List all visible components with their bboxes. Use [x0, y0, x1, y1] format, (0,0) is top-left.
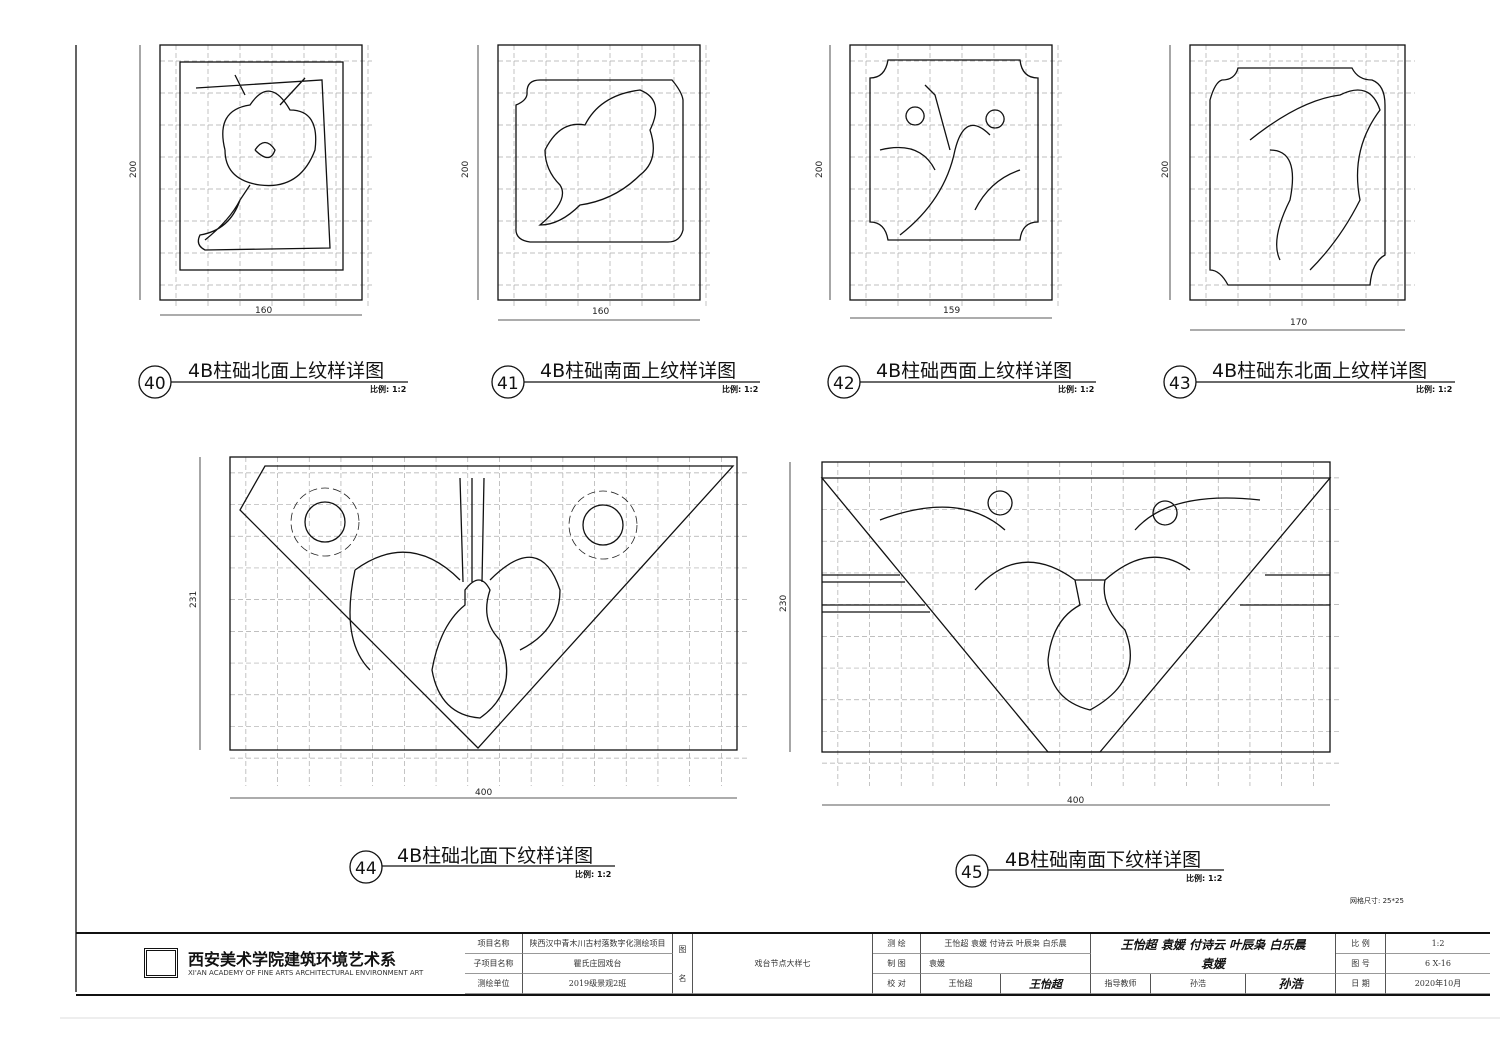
- project-label: 项目名称: [465, 934, 523, 954]
- title-44: 44 4B柱础北面下纹样详图 比例: 1:2: [349, 845, 615, 884]
- subproject-name: 瞿氏庄园戏台: [523, 954, 673, 974]
- panel-45: 400 230: [779, 461, 1332, 806]
- vase-flower-ornament: [879, 490, 1261, 711]
- orchid-ornament: [869, 59, 1039, 241]
- date-value: 2020年10月: [1386, 974, 1490, 994]
- scale-label: 比 例: [1336, 934, 1386, 954]
- detail-title: 4B柱础南面上纹样详图: [540, 360, 736, 382]
- checker-signature: 王怡超: [1001, 974, 1091, 994]
- surveyors-signature: 王怡超 袁媛 付诗云 叶辰枭 白乐晨: [1091, 934, 1336, 954]
- checker: 王怡超: [921, 974, 1001, 994]
- detail-scale: 比例: 1:2: [575, 869, 611, 879]
- width-dimension: 160: [255, 306, 272, 316]
- drawing-label-2: 名: [673, 964, 693, 994]
- detail-scale: 比例: 1:2: [1416, 384, 1452, 394]
- medallion-left: [304, 501, 346, 543]
- detail-title: 4B柱础西面上纹样详图: [876, 360, 1072, 382]
- sheet-number: 6 X-16: [1386, 954, 1490, 974]
- detail-title: 4B柱础东北面上纹样详图: [1212, 360, 1427, 382]
- vase-ornament: [349, 477, 561, 719]
- title-45: 45 4B柱础南面下纹样详图 比例: 1:2: [955, 849, 1224, 888]
- width-dimension: 159: [943, 306, 960, 316]
- detail-scale: 比例: 1:2: [1186, 873, 1222, 883]
- height-dimension: 200: [129, 161, 139, 178]
- detail-title: 4B柱础北面下纹样详图: [397, 845, 593, 867]
- project-name: 陕西汉中青木川古村落数字化测绘项目: [523, 934, 673, 954]
- detail-number: 42: [833, 374, 855, 394]
- title-41: 41 4B柱础南面上纹样详图 比例: 1:2: [491, 360, 760, 399]
- height-dimension: 200: [815, 161, 825, 178]
- flower-ornament: [195, 74, 331, 251]
- grid-layer: [160, 45, 1415, 786]
- drafter: 袁媛: [921, 954, 1091, 974]
- detail-number: 45: [961, 863, 983, 883]
- panel-44: 400 231: [189, 456, 738, 799]
- height-dimension: 200: [1161, 161, 1171, 178]
- surveyors: 王怡超 袁媛 付诗云 叶辰枭 白乐晨: [921, 934, 1091, 954]
- org-name-en: XI'AN ACADEMY OF FINE ARTS ARCHITECTURAL…: [188, 969, 424, 977]
- subproject-label: 子项目名称: [465, 954, 523, 974]
- drawing-label: 图: [673, 934, 693, 964]
- panel-42: 159 200: [815, 44, 1053, 319]
- title-block: 西安美术学院建筑环境艺术系 XI'AN ACADEMY OF FINE ARTS…: [76, 932, 1490, 996]
- survey-unit: 2019级景观2班: [523, 974, 673, 994]
- panel-43: 170 200: [1161, 44, 1406, 331]
- medallion-right: [582, 504, 624, 546]
- sheet-label: 图 号: [1336, 954, 1386, 974]
- title-42: 42 4B柱础西面上纹样详图 比例: 1:2: [827, 360, 1096, 399]
- unit-label: 测绘单位: [465, 974, 523, 994]
- height-dimension: 230: [779, 595, 789, 612]
- teacher-signature: 孙浩: [1246, 974, 1336, 994]
- title-43: 43 4B柱础东北面上纹样详图 比例: 1:2: [1163, 360, 1455, 399]
- detail-scale: 比例: 1:2: [370, 384, 406, 394]
- panel-41: 160 200: [461, 44, 701, 321]
- grid-size-note: 网格尺寸: 25*25: [1350, 896, 1404, 905]
- width-dimension: 400: [1067, 796, 1084, 806]
- drafter-signature: 袁媛: [1091, 954, 1336, 974]
- survey-label: 测 绘: [873, 934, 921, 954]
- title-40: 40 4B柱础北面上纹样详图 比例: 1:2: [138, 360, 408, 399]
- width-dimension: 170: [1290, 318, 1307, 328]
- detail-title: 4B柱础南面下纹样详图: [1005, 849, 1201, 871]
- drawing-name: 戏台节点大样七: [693, 934, 873, 994]
- width-dimension: 400: [475, 788, 492, 798]
- width-dimension: 160: [592, 307, 609, 317]
- panel-40: 160 200: [129, 44, 363, 316]
- teacher-label: 指导教师: [1091, 974, 1151, 994]
- panel-frame: [159, 44, 363, 301]
- date-label: 日 期: [1336, 974, 1386, 994]
- height-dimension: 200: [461, 161, 471, 178]
- detail-number: 43: [1169, 374, 1191, 394]
- scale-value: 1:2: [1386, 934, 1490, 954]
- draw-label: 制 图: [873, 954, 921, 974]
- inner-frame: [179, 61, 344, 271]
- triangle-frame: [820, 477, 1332, 753]
- detail-number: 44: [355, 859, 377, 879]
- detail-number: 40: [144, 374, 166, 394]
- detail-scale: 比例: 1:2: [1058, 384, 1094, 394]
- cloud-frame-ornament: [515, 79, 684, 243]
- academy-logo: [144, 948, 178, 978]
- org-name-cn: 西安美术学院建筑环境艺术系: [188, 950, 397, 969]
- vase-ornament: [1209, 67, 1386, 286]
- triangle-frame: [239, 465, 735, 749]
- detail-scale: 比例: 1:2: [722, 384, 758, 394]
- detail-title: 4B柱础北面上纹样详图: [188, 360, 384, 382]
- teacher: 孙浩: [1151, 974, 1246, 994]
- height-dimension: 231: [189, 591, 199, 608]
- detail-number: 41: [497, 374, 519, 394]
- check-label: 校 对: [873, 974, 921, 994]
